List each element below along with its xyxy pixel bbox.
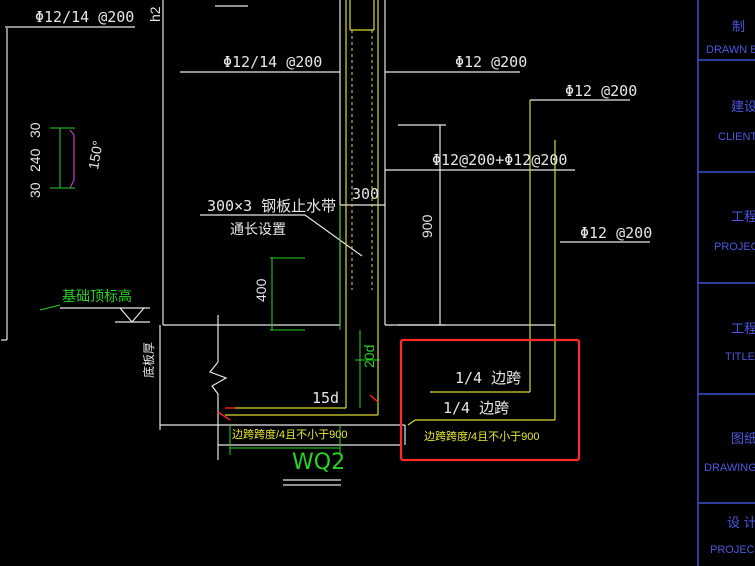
- rebar-label-combined: Φ12@200+Φ12@200: [432, 151, 568, 169]
- hook-symbol: [69, 129, 75, 189]
- title-project-en: PROJEC: [714, 241, 755, 253]
- waterstop-label-2: 通长设置: [230, 221, 286, 237]
- title-drawing-cn: 图纸名: [731, 431, 755, 446]
- red-ties: [217, 394, 379, 421]
- dim-20d: 20d: [361, 344, 377, 368]
- span-note-right: 边跨跨度/4且不小于900: [424, 431, 540, 443]
- rebar-dashed: [351, 30, 373, 290]
- title-title-en: TITLE: [725, 351, 755, 363]
- title-project-cn: 工程名: [731, 209, 755, 224]
- dim-900: 900: [419, 214, 435, 238]
- dim-15d: 15d: [312, 389, 340, 407]
- dim-30-bot: 30: [27, 182, 43, 198]
- waterstop-label-1: 300×3 钢板止水带: [207, 197, 337, 215]
- span-note-left: 边跨跨度/4且不小于900: [232, 429, 348, 441]
- structure-lines: [1, 0, 650, 486]
- title-drawn-en: DRAWN B: [706, 44, 755, 56]
- quarter-span-label-1: 1/4 边跨: [455, 369, 522, 387]
- rebar-lines-yellow: [225, 0, 556, 426]
- highlight-box: [399, 338, 581, 462]
- title-client-cn: 建设单: [731, 99, 755, 114]
- title-design-cn: 设 计: [727, 515, 755, 530]
- h2-label: h2: [147, 6, 163, 22]
- dimension-lines-green: [39, 127, 380, 455]
- section-name: WQ2: [292, 450, 346, 475]
- title-drawn-cn: 制: [732, 19, 746, 34]
- rebar-label-top-right: Φ12 @200: [455, 53, 528, 71]
- title-design-en: PROJECT M: [710, 544, 755, 556]
- foundation-top-label: 基础顶标高: [62, 288, 132, 304]
- title-block-frame: [697, 0, 755, 566]
- dim-300: 300: [352, 185, 380, 203]
- dim-30-top: 30: [27, 122, 43, 138]
- title-title-cn: 工程项: [731, 321, 755, 336]
- title-client-en: CLIENT: [718, 131, 755, 143]
- rebar-label-right-lower: Φ12 @200: [580, 224, 653, 242]
- title-drawing-en: DRAWING N: [704, 462, 755, 474]
- dim-240: 240: [27, 148, 43, 172]
- slab-thickness-label: 底板厚: [142, 341, 156, 378]
- quarter-span-label-2: 1/4 边跨: [443, 399, 510, 417]
- rebar-label-right-upper: Φ12 @200: [565, 82, 638, 100]
- rebar-label-top-left: Φ12/14 @200: [35, 8, 135, 26]
- rebar-label-mid-left: Φ12/14 @200: [223, 53, 323, 71]
- dim-400: 400: [253, 278, 269, 302]
